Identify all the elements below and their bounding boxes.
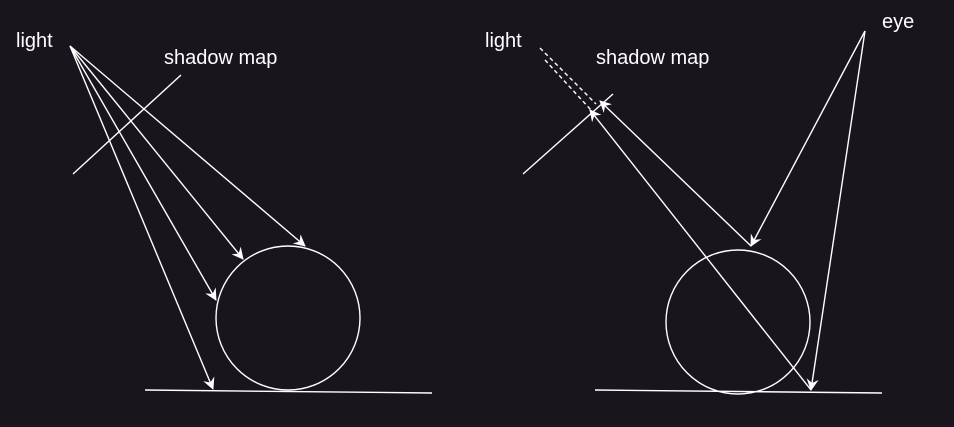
left-sphere [215, 245, 361, 391]
right-eye-label: eye [882, 11, 914, 33]
right-shadow-map-label: shadow map [596, 47, 709, 69]
right-sphere [665, 249, 811, 395]
left-light-ray-3 [69, 45, 217, 301]
light-to-shadow-map-dashed-2 [544, 59, 592, 111]
left-light-ray-1 [69, 45, 306, 247]
left-panel: light shadow map [16, 30, 433, 394]
left-shadow-map-label: shadow map [164, 47, 277, 69]
right-ground-line [594, 389, 883, 394]
sphere-to-shadow-map-ray [599, 100, 752, 247]
left-light-label: light [16, 30, 53, 52]
eye-ray-to-ground [806, 30, 866, 391]
eye-ray-to-sphere [750, 30, 866, 247]
left-ground-line [144, 389, 433, 394]
right-light-label: light [485, 30, 522, 52]
left-light-ray-4 [69, 45, 215, 390]
left-light-ray-2 [69, 45, 244, 260]
right-panel: light shadow map eye [485, 11, 914, 395]
light-to-shadow-map-dashed-1 [539, 47, 597, 105]
left-shadow-map-plane [72, 74, 182, 175]
right-shadow-map-plane [522, 93, 614, 175]
ground-to-shadow-map-ray [589, 109, 812, 391]
